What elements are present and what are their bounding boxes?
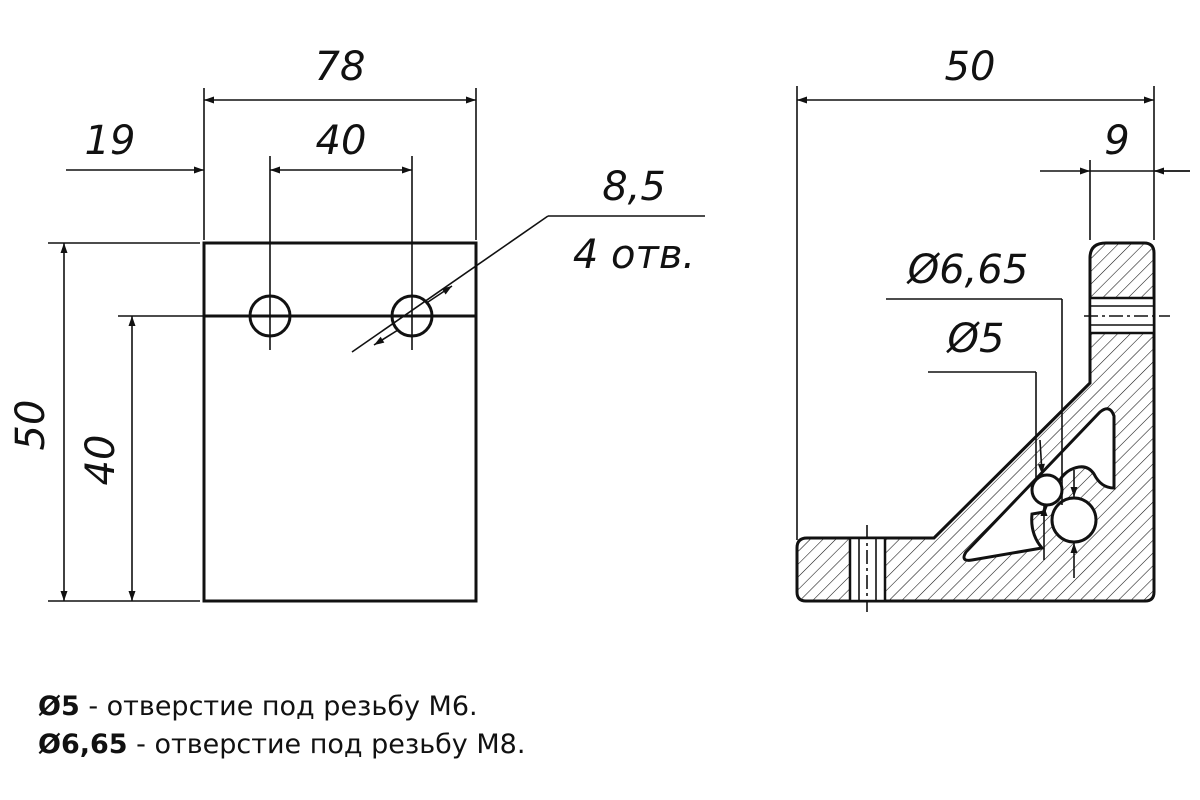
notes-block: Ø5 - отверстие под резьбу М6. Ø6,65 - от… bbox=[38, 688, 525, 764]
dim-label-bore-small: Ø5 bbox=[946, 316, 1005, 362]
front-plate-outline bbox=[202, 241, 478, 603]
leader-hole-diameter bbox=[351, 215, 549, 353]
dim-label-wall-9: 9 bbox=[1104, 118, 1129, 164]
dim-label-width-78: 78 bbox=[315, 44, 366, 90]
dim-label-height-50: 50 bbox=[8, 400, 54, 451]
dim-label-hole-diameter: 8,5 bbox=[602, 164, 666, 210]
note-symbol-1: Ø5 bbox=[38, 691, 80, 722]
dim-label-hole-height-40: 40 bbox=[78, 435, 124, 486]
front-view: 78 19 40 50 40 8,5 4 отв. bbox=[8, 44, 705, 603]
dim-label-hole-count: 4 отв. bbox=[573, 232, 695, 278]
note-text-2: - отверстие под резьбу М8. bbox=[127, 729, 526, 760]
note-line-1: Ø5 - отверстие под резьбу М6. bbox=[38, 688, 525, 726]
dim-label-bore-large: Ø6,65 bbox=[906, 247, 1029, 293]
dim-label-hole-spacing-40: 40 bbox=[316, 118, 367, 164]
side-view: 50 9 Ø6,65 Ø5 bbox=[795, 44, 1190, 612]
dim-label-offset-19: 19 bbox=[85, 118, 136, 164]
bore-large bbox=[1050, 496, 1098, 544]
note-line-2: Ø6,65 - отверстие под резьбу М8. bbox=[38, 726, 525, 764]
note-symbol-2: Ø6,65 bbox=[38, 729, 128, 760]
dim-label-side-width-50: 50 bbox=[945, 44, 996, 90]
note-text-1: - отверстие под резьбу М6. bbox=[79, 691, 478, 722]
